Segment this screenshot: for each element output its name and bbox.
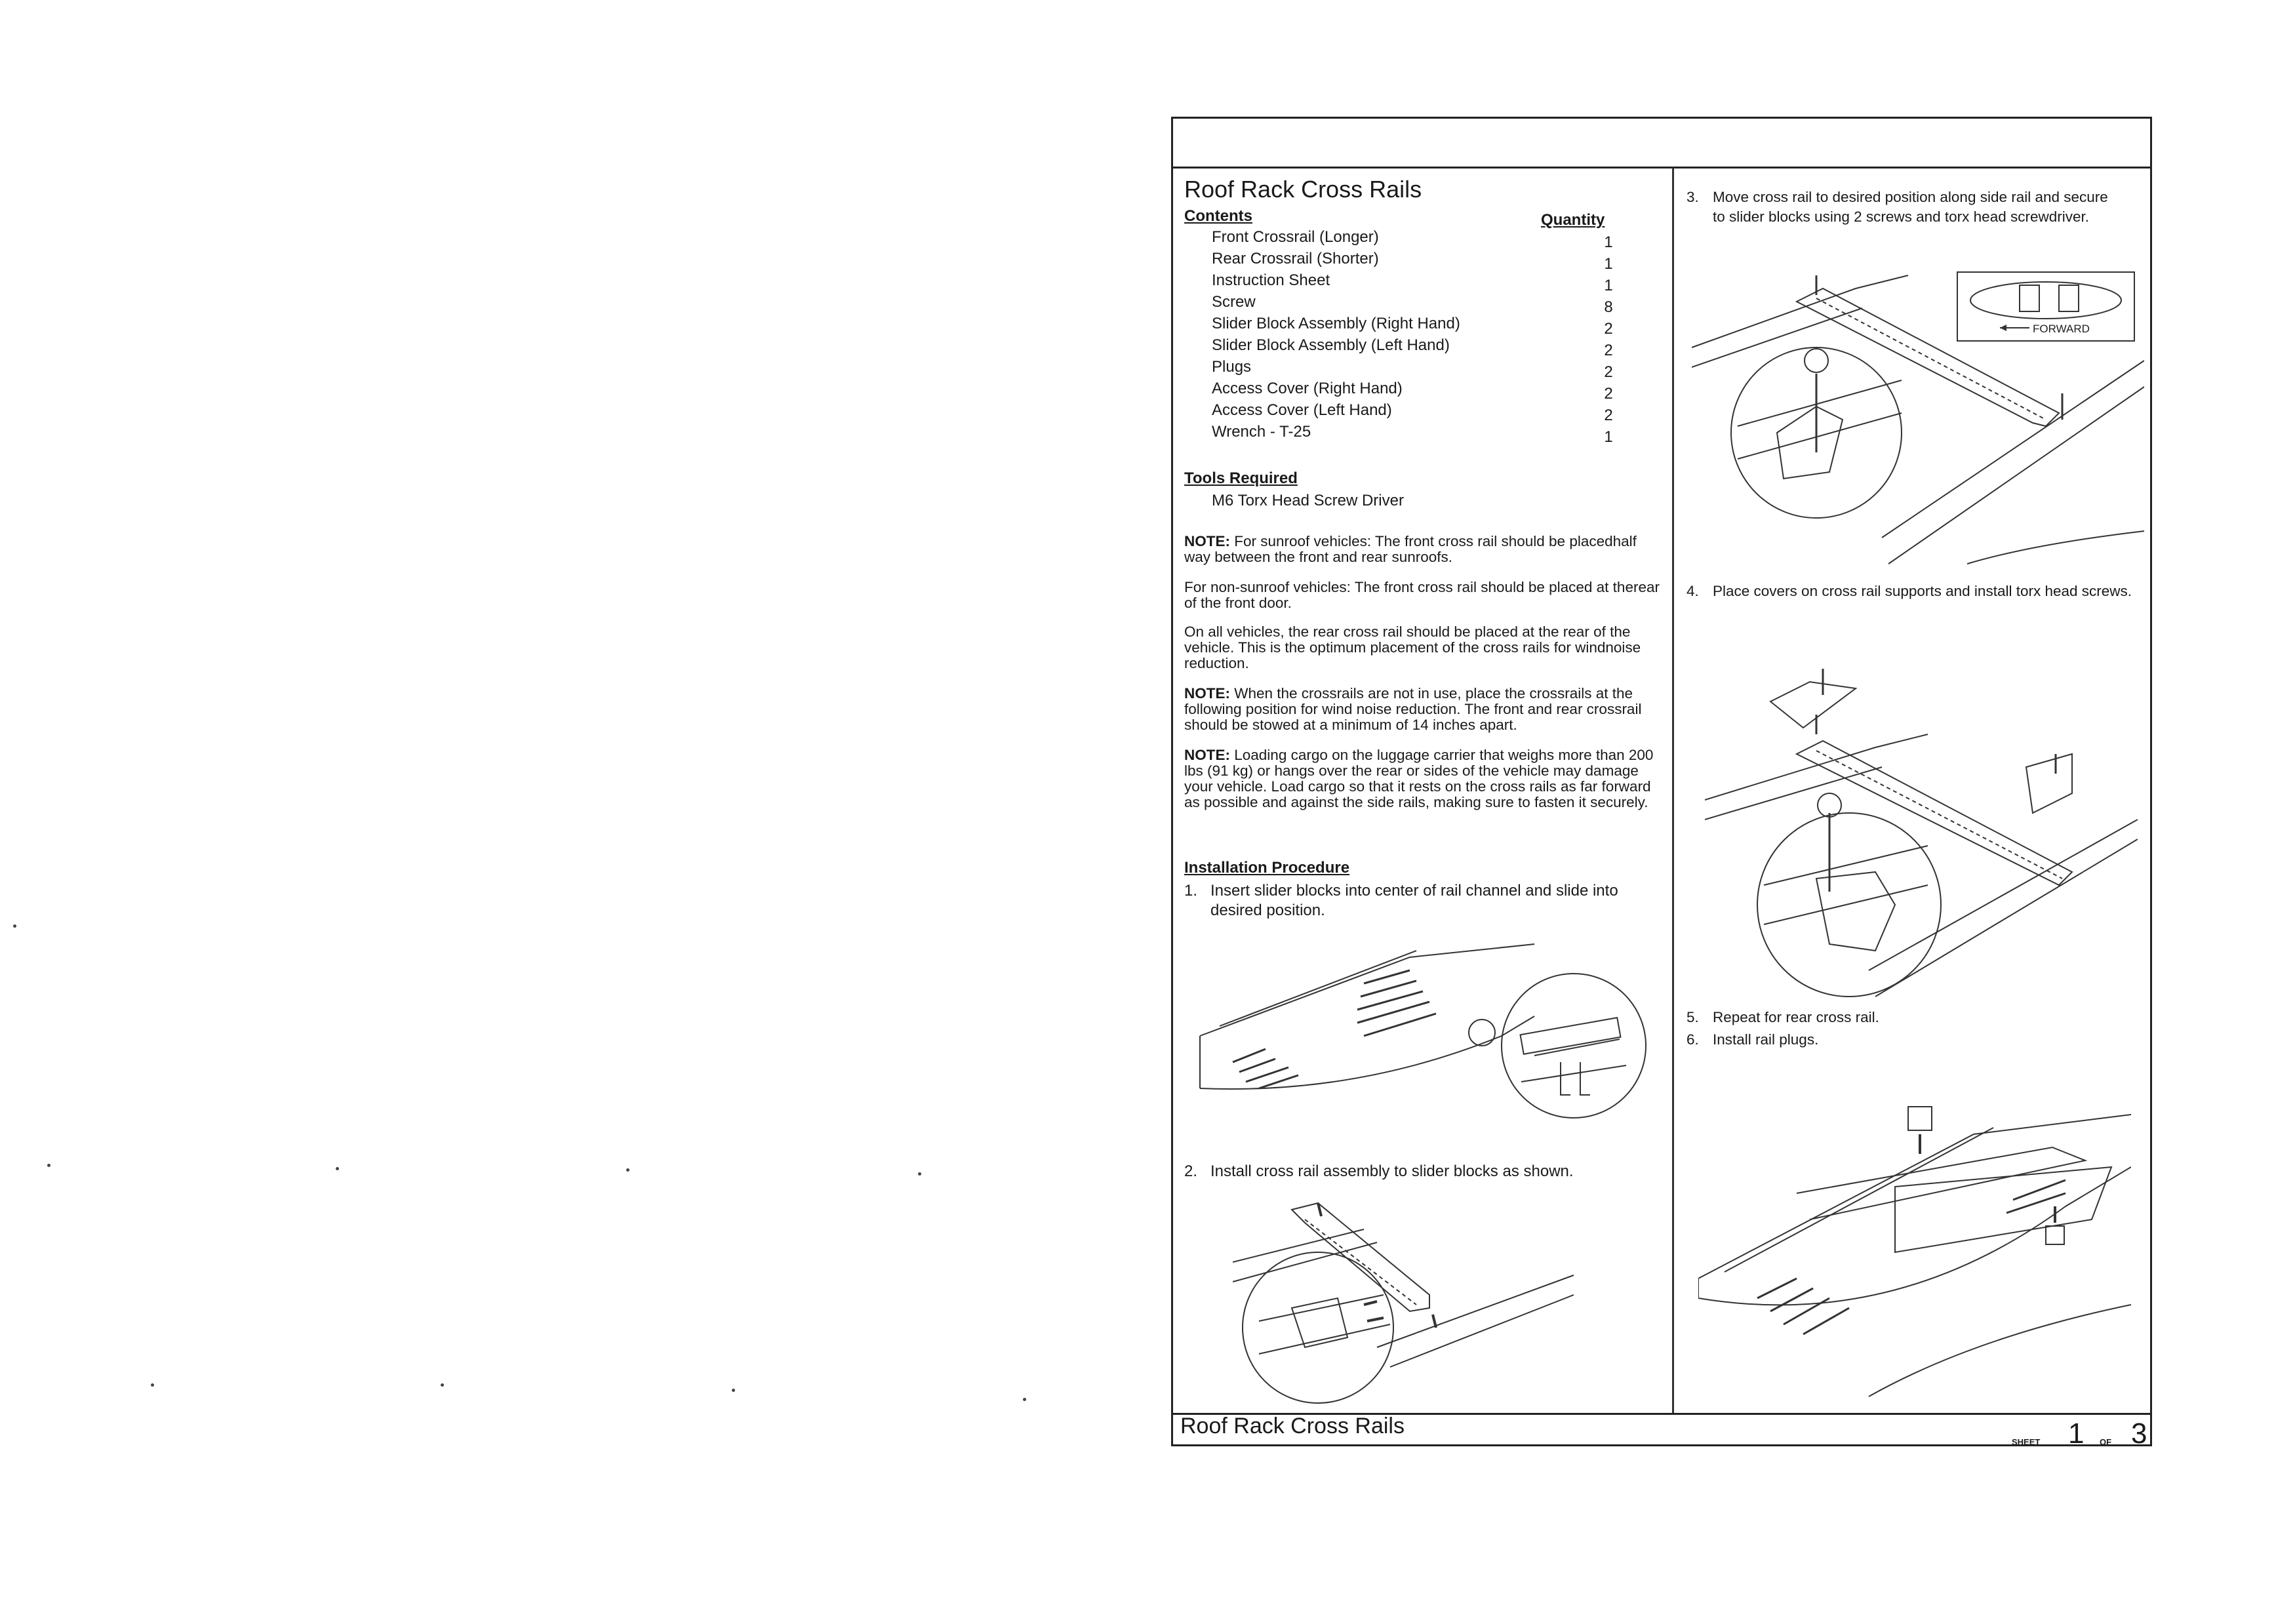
step-4: 4.Place covers on cross rail supports an… [1686, 583, 2132, 599]
document-frame [1171, 117, 2152, 1446]
forward-label: FORWARD [2033, 323, 2090, 335]
item-qty: 1 [1604, 428, 1613, 446]
tools-heading: Tools Required [1184, 469, 1298, 487]
installation-heading: Installation Procedure [1184, 859, 1350, 877]
item-qty: 1 [1604, 233, 1613, 251]
step-5: 5.Repeat for rear cross rail. [1686, 1009, 1879, 1025]
list-item: Front Crossrail (Longer) [1212, 228, 1379, 246]
scan-speck [151, 1383, 154, 1387]
scan-speck [336, 1167, 339, 1170]
scan-speck [732, 1389, 735, 1392]
illustration-secure-crossrail: FORWARD [1692, 262, 2144, 570]
list-item: Slider Block Assembly (Left Hand) [1212, 336, 1450, 354]
list-item: Screw [1212, 293, 1256, 311]
scan-speck [47, 1164, 50, 1167]
forward-inset-box [1957, 271, 2135, 342]
list-item: Access Cover (Right Hand) [1212, 380, 1403, 397]
step-6: 6.Install rail plugs. [1686, 1031, 1819, 1048]
step-2: 2.Install cross rail assembly to slider … [1184, 1162, 1574, 1180]
footer-band [1171, 1413, 2150, 1415]
note-cargo-warning: NOTE: Loading cargo on the luggage carri… [1184, 747, 1654, 810]
footer-title: Roof Rack Cross Rails [1180, 1414, 1405, 1438]
item-qty: 1 [1604, 277, 1613, 294]
list-item: Plugs [1212, 358, 1252, 376]
illustration-covers [1705, 656, 2138, 1003]
list-item: Access Cover (Left Hand) [1212, 401, 1392, 419]
scan-speck [441, 1383, 444, 1387]
scan-speck [1023, 1398, 1026, 1401]
item-qty: 2 [1604, 385, 1613, 403]
tool-item: M6 Torx Head Screw Driver [1212, 492, 1404, 509]
quantity-heading: Quantity [1541, 211, 1605, 229]
item-qty: 2 [1604, 406, 1613, 424]
step-1: 1.Insert slider blocks into center of ra… [1184, 882, 1618, 919]
item-qty: 2 [1604, 363, 1613, 381]
illustration-install-crossrail [1233, 1190, 1580, 1406]
list-item: Instruction Sheet [1212, 271, 1330, 289]
item-qty: 1 [1604, 255, 1613, 273]
note-non-sunroof: For non-sunroof vehicles: The front cros… [1184, 579, 1660, 611]
step-3: 3.Move cross rail to desired position al… [1686, 189, 2108, 225]
item-qty: 2 [1604, 320, 1613, 338]
list-item: Rear Crossrail (Shorter) [1212, 250, 1379, 267]
sheet-number: 1 [2068, 1417, 2085, 1450]
note-stowing: NOTE: When the crossrails are not in use… [1184, 685, 1642, 733]
item-qty: 8 [1604, 298, 1613, 316]
note-all-vehicles: On all vehicles, the rear cross rail sho… [1184, 624, 1641, 671]
column-divider [1672, 168, 1674, 1414]
note-sunroof: NOTE: For sunroof vehicles: The front cr… [1184, 533, 1637, 565]
contents-heading: Contents [1184, 207, 1252, 225]
document-title: Roof Rack Cross Rails [1184, 176, 1422, 203]
illustration-rail-plugs [1698, 1088, 2131, 1403]
list-item: Wrench - T-25 [1212, 423, 1311, 441]
illustration-slider-blocks [1193, 931, 1652, 1154]
sheet-of-label: OF [2100, 1437, 2112, 1447]
scan-speck [918, 1172, 921, 1176]
sheet-label: SHEET [2012, 1437, 2041, 1447]
scan-speck [13, 924, 16, 928]
scan-speck [626, 1168, 629, 1172]
list-item: Slider Block Assembly (Right Hand) [1212, 315, 1460, 332]
sheet-total: 3 [2131, 1417, 2147, 1450]
item-qty: 2 [1604, 342, 1613, 359]
header-band [1171, 117, 2150, 168]
